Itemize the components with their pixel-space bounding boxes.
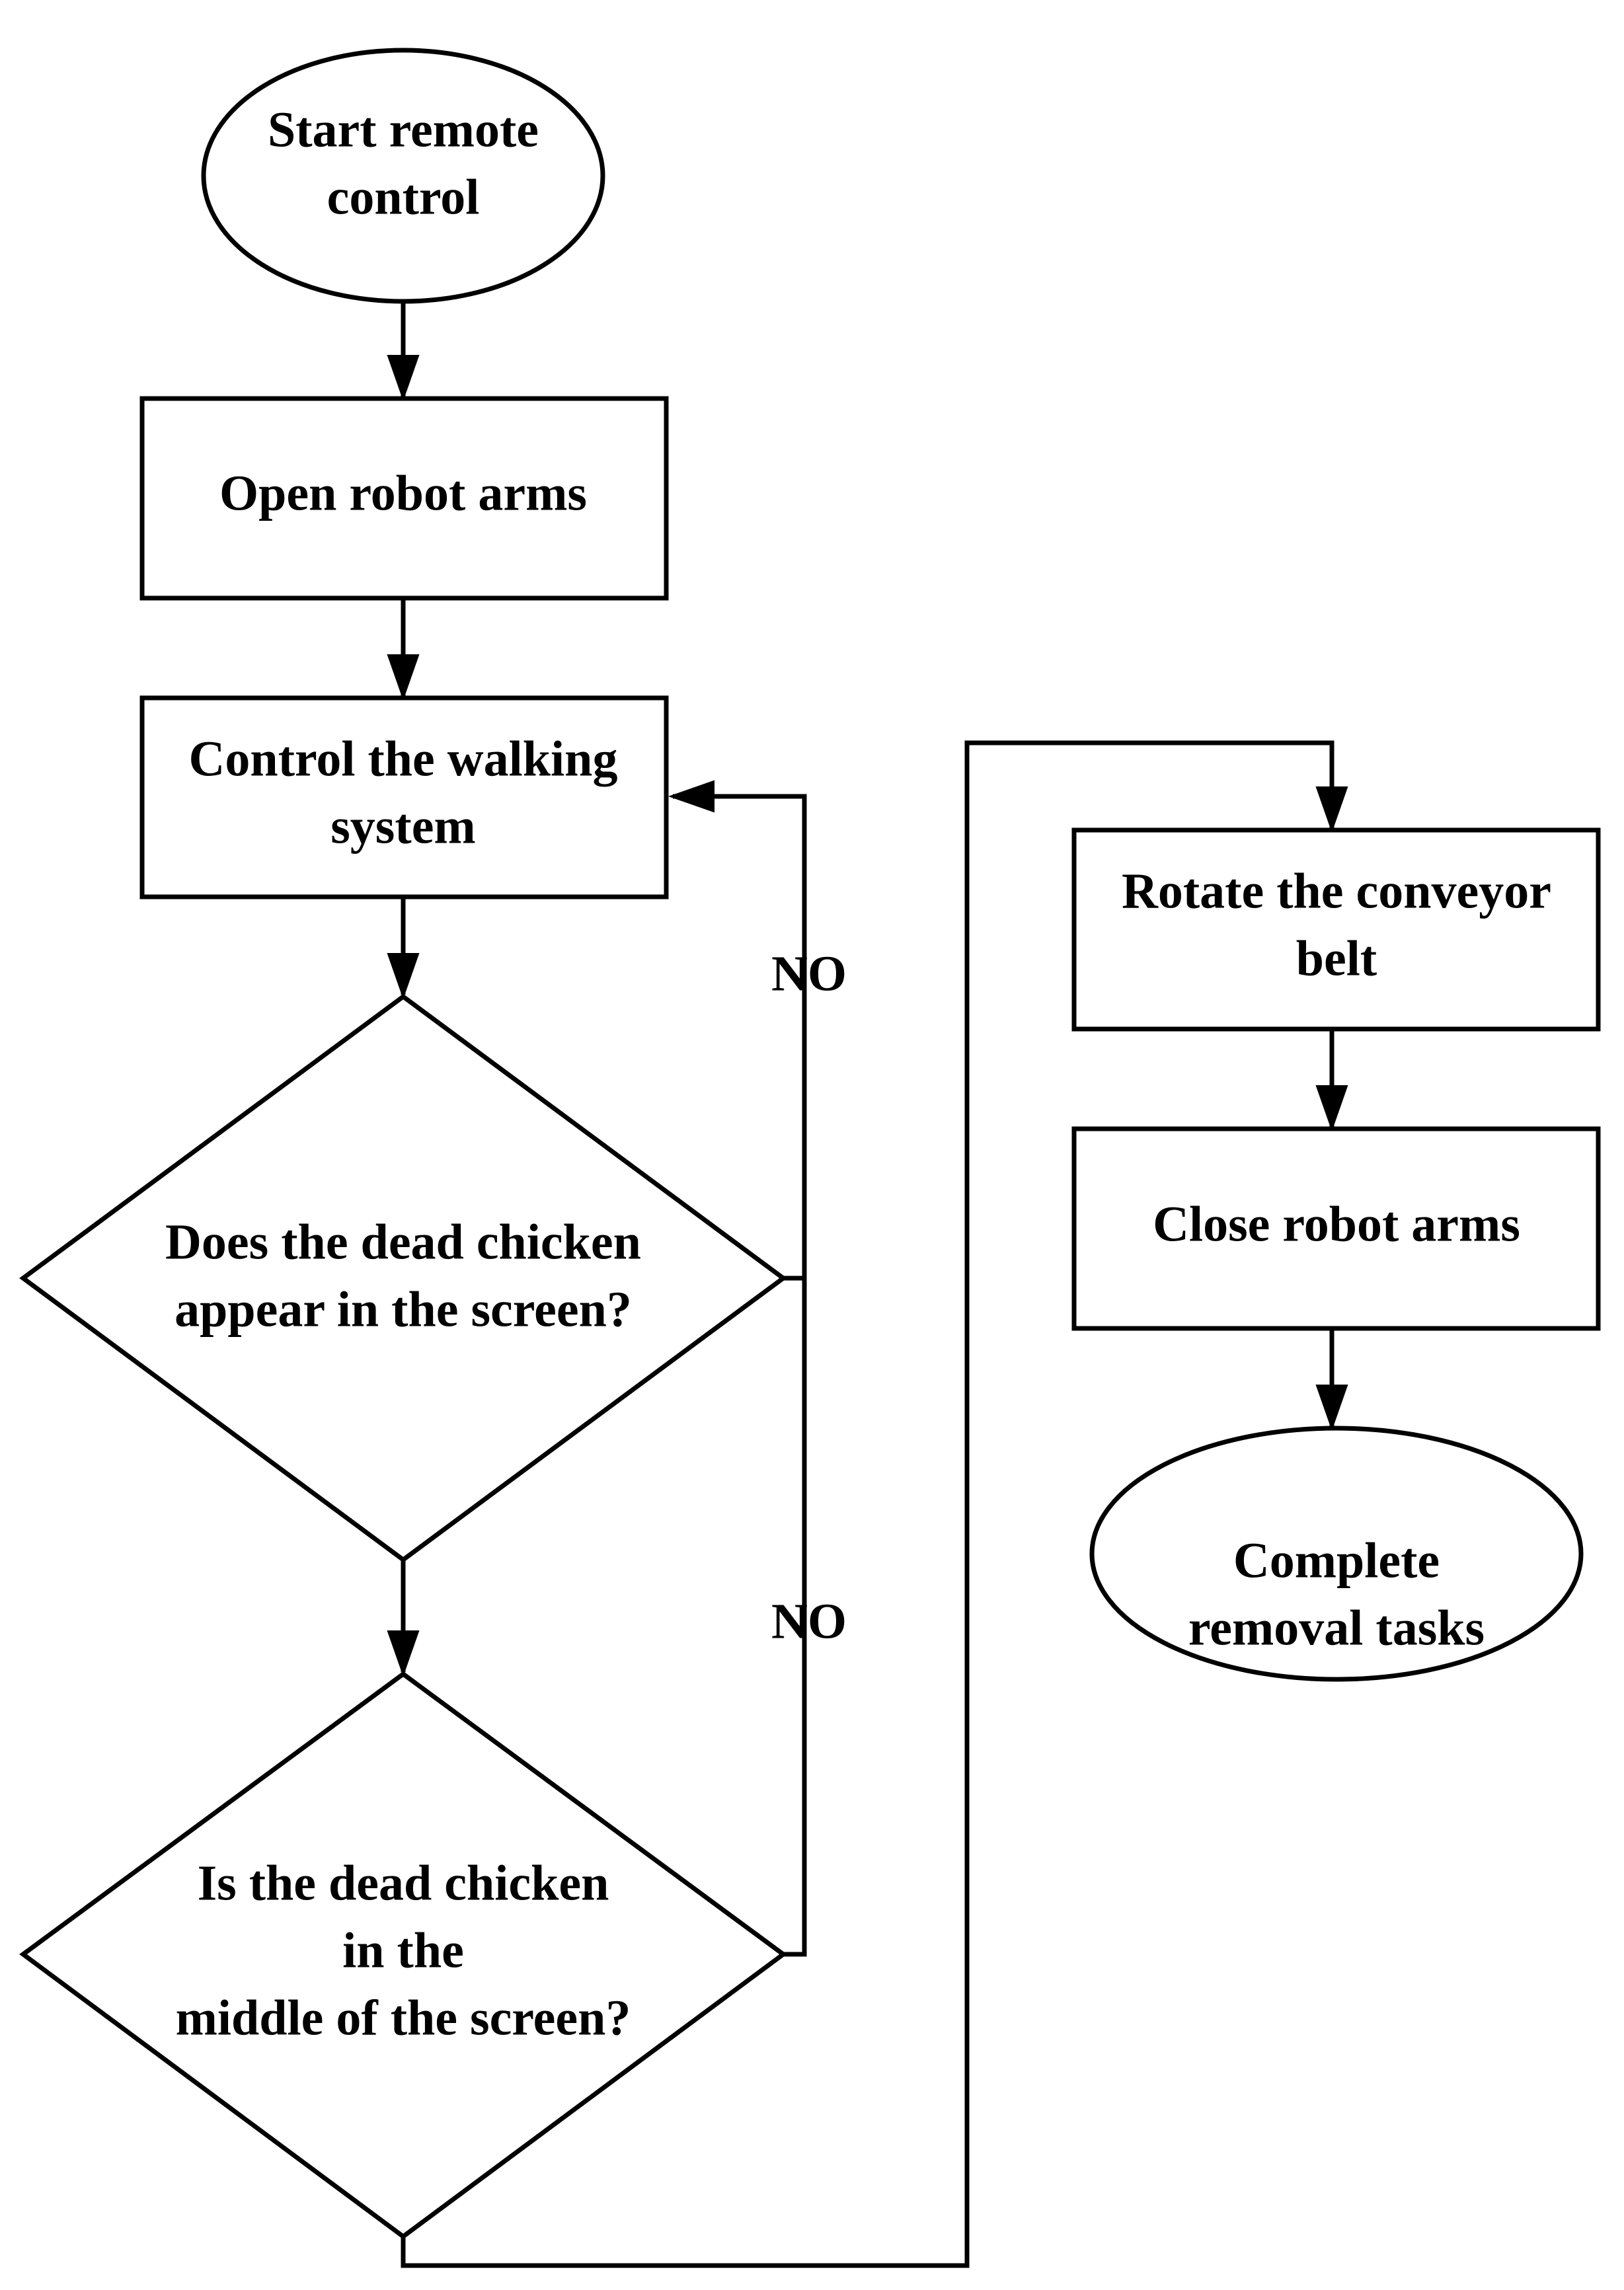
middle-decision-node: Is the dead chicken in the middle of the… [19, 1671, 787, 2240]
close-arms-node: Close robot arms [1071, 1126, 1601, 1331]
open-arms-label: Open robot arms [219, 465, 587, 521]
close-arms-label: Close robot arms [1153, 1196, 1520, 1252]
appear-decision-label-line1: Does the dead chicken [165, 1214, 641, 1270]
walking-node: Control the walking system [139, 695, 669, 899]
middle-decision-label-line1: Is the dead chicken [198, 1855, 609, 1911]
complete-node: Complete removal tasks [1089, 1426, 1584, 1682]
arrow-middle-to-conveyor [401, 740, 1348, 2268]
complete-label-line2: removal tasks [1188, 1600, 1485, 1656]
start-label-line2: control [327, 169, 480, 225]
middle-decision-label-line2: in the [342, 1923, 464, 1978]
conveyor-node: Rotate the conveyor belt [1071, 827, 1601, 1032]
start-label-line1: Start remote [268, 102, 539, 157]
arrow-no-appear-loop [668, 780, 807, 1281]
appear-decision-node: Does the dead chicken appear in the scre… [19, 993, 787, 1563]
walking-label-line2: system [330, 798, 476, 854]
conveyor-label-line1: Rotate the conveyor [1122, 863, 1551, 919]
arrow-no-middle-loop [783, 1278, 807, 1957]
middle-decision-label-line3: middle of the screen? [176, 1990, 631, 2045]
start-node: Start remote control [201, 48, 605, 304]
edge-label-no-appear: NO [771, 946, 847, 1001]
edge-label-no-middle: NO [771, 1593, 847, 1649]
open-arms-node: Open robot arms [139, 396, 669, 601]
walking-label-line1: Control the walking [189, 731, 618, 786]
appear-decision-label-line2: appear in the screen? [174, 1281, 632, 1337]
conveyor-label-line2: belt [1296, 931, 1377, 986]
complete-label-line1: Complete [1233, 1533, 1440, 1588]
connectors [387, 303, 1348, 2268]
